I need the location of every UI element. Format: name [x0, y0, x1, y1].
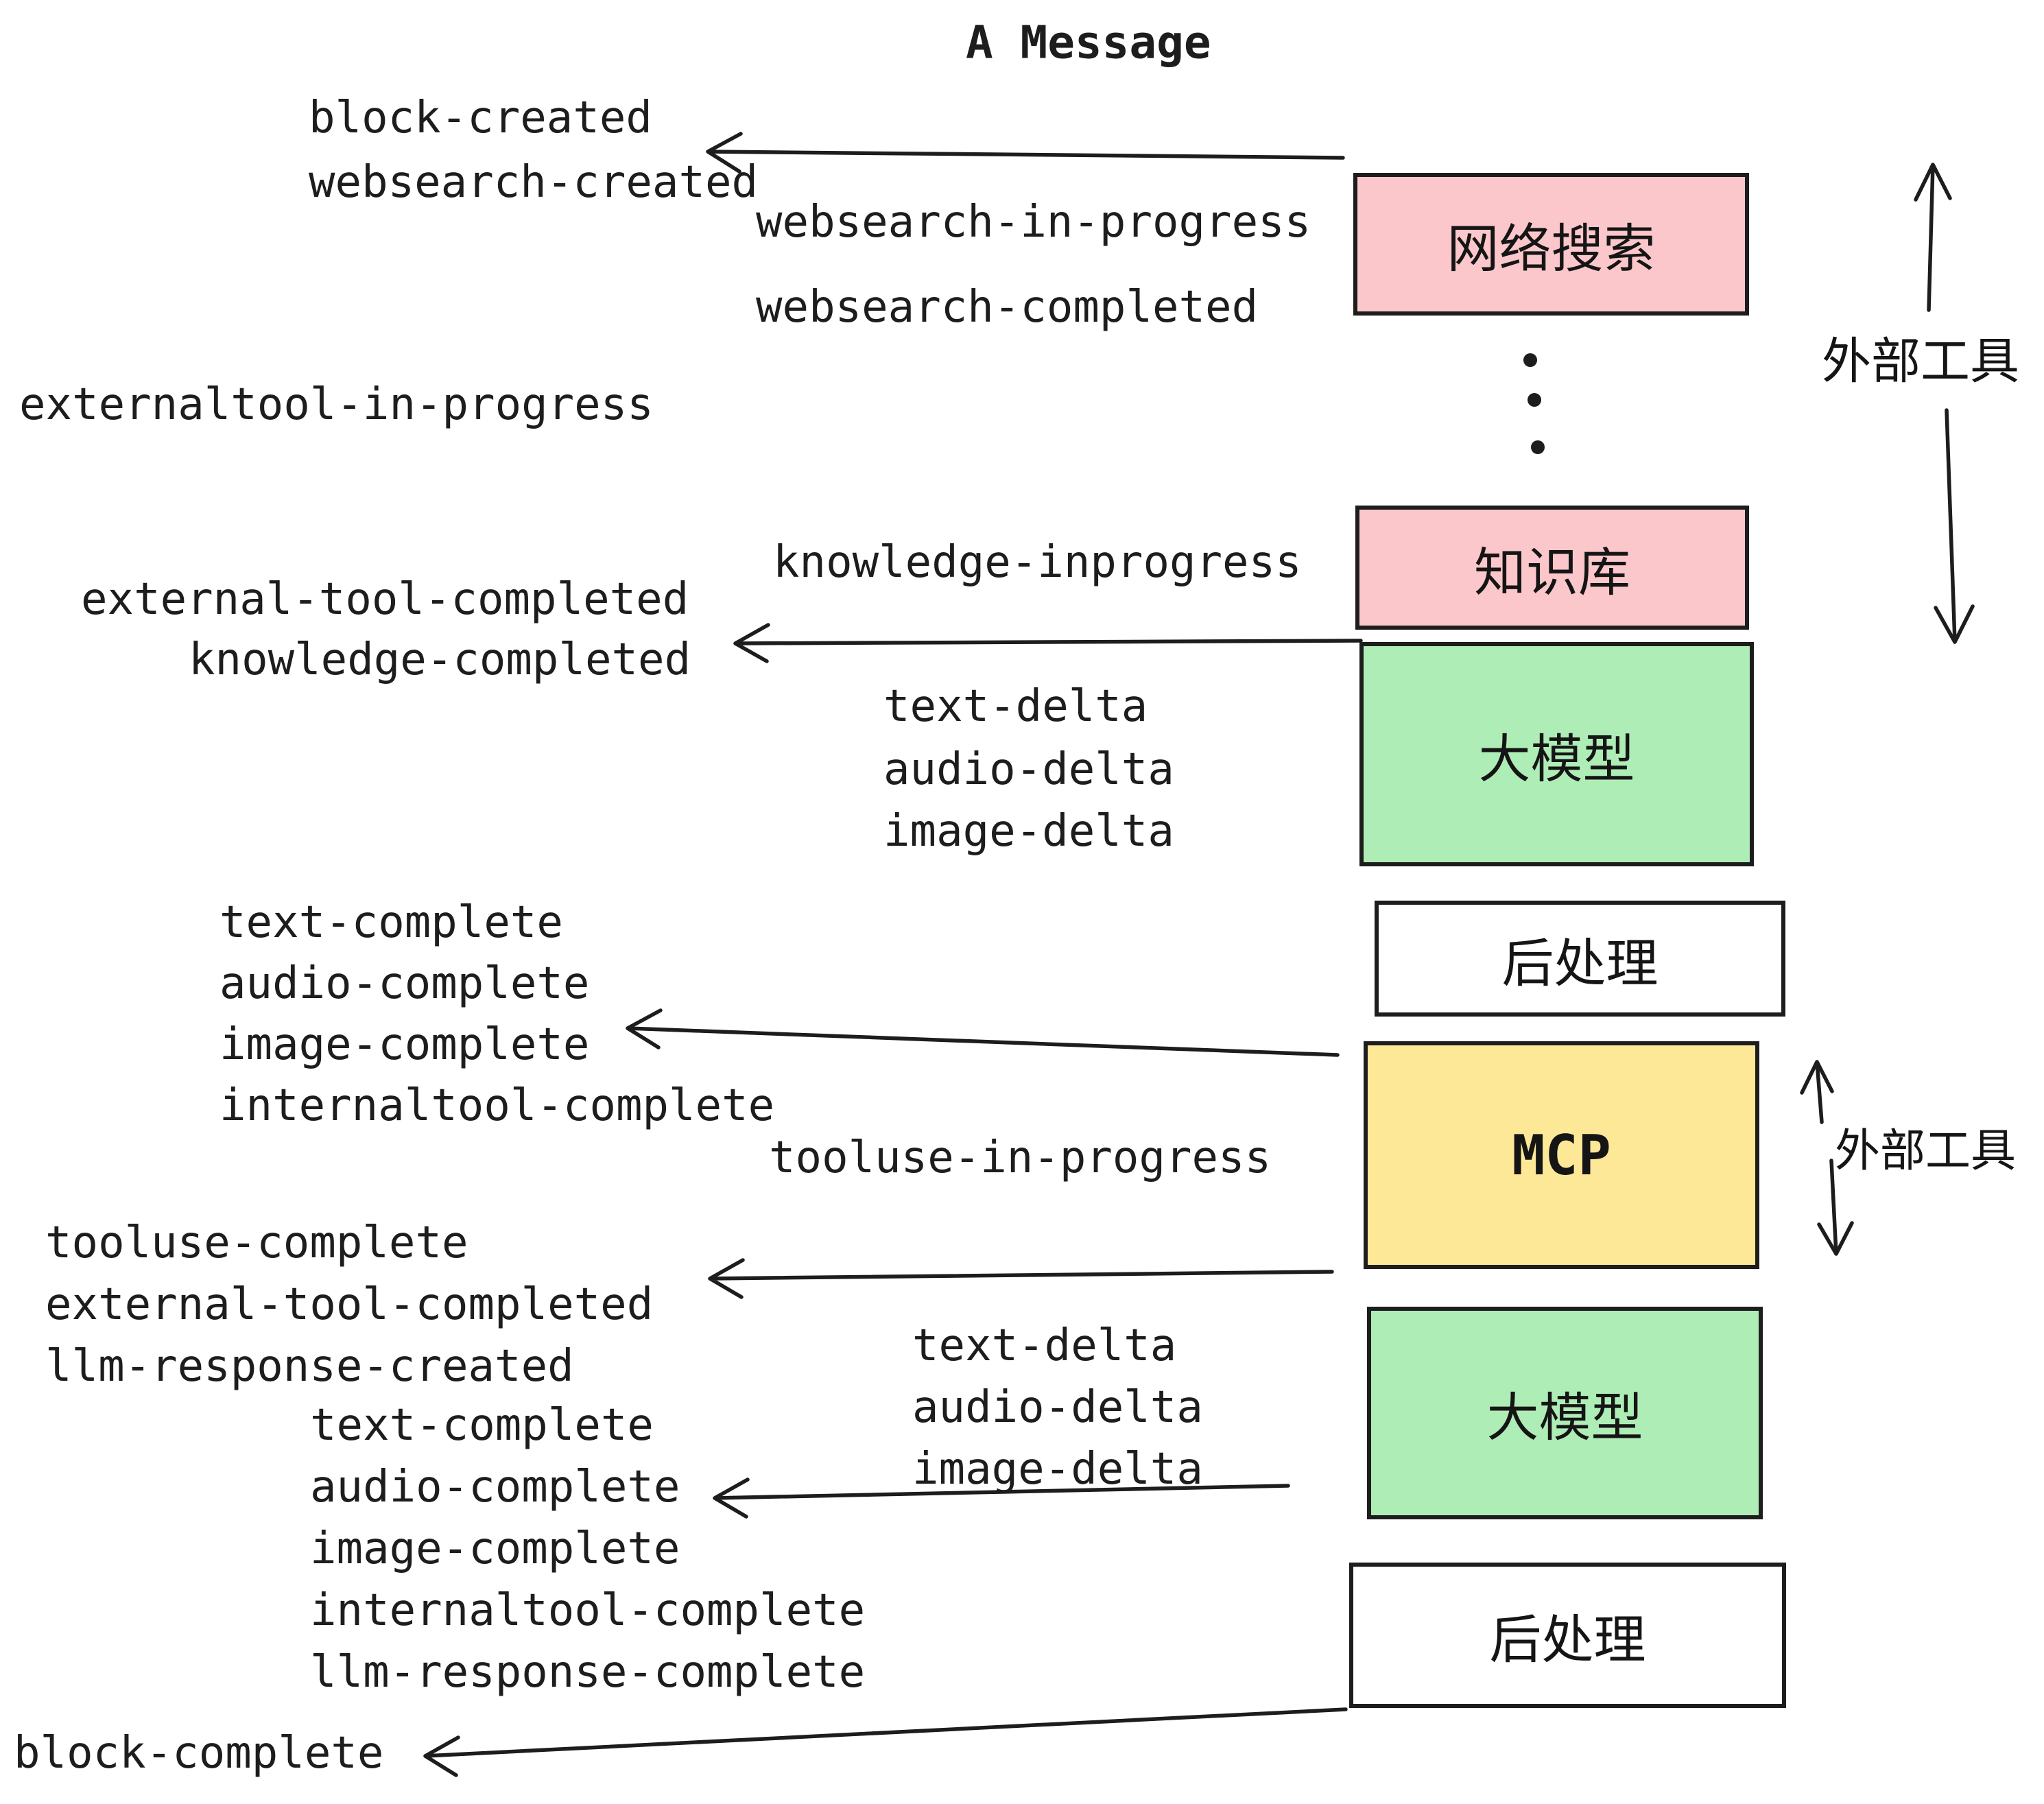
event-websearch-completed: websearch-completed — [756, 282, 1259, 333]
event-audio-complete: audio-complete — [219, 958, 590, 1009]
diagram-title: A Message — [966, 16, 1211, 69]
llm-box-2: 大模型 — [1367, 1307, 1763, 1519]
event-llm-response-created: llm-response-created — [45, 1341, 574, 1392]
event-block-created: block-created — [309, 93, 652, 143]
event-audio-delta: audio-delta — [883, 744, 1174, 795]
event-audio-complete: audio-complete — [310, 1462, 680, 1512]
event-internaltool-complete: internaltool-complete — [310, 1585, 866, 1636]
arrow-mcp-to-tooluse-complete — [708, 1258, 1334, 1299]
event-text-complete: text-complete — [219, 897, 563, 948]
event-externaltool-in-progress: externaltool-in-progress — [19, 379, 654, 430]
external-tools-label-mcp: 外部工具 — [1835, 1124, 2016, 1177]
websearch-box-label: 网络搜索 — [1447, 218, 1656, 279]
event-image-complete: image-complete — [310, 1523, 680, 1574]
arrow-llm-to-knowledge-completed — [733, 623, 1363, 663]
event-image-delta: image-delta — [912, 1444, 1203, 1495]
arrow-postprocess-to-image-complete — [626, 1008, 1340, 1057]
knowledge-base-box: 知识库 — [1355, 506, 1749, 630]
mcp-box: MCP — [1364, 1041, 1759, 1269]
event-image-complete: image-complete — [219, 1019, 590, 1070]
vertical-ellipsis-dots — [1523, 353, 1545, 454]
llm-box-1: 大模型 — [1359, 642, 1754, 866]
websearch-box: 网络搜索 — [1353, 173, 1749, 316]
external-tools-down-arrow — [1934, 408, 1975, 644]
event-tooluse-complete: tooluse-complete — [45, 1218, 468, 1268]
event-knowledge-completed: knowledge-completed — [189, 634, 691, 685]
external-tools-label-top: 外部工具 — [1822, 332, 2020, 390]
event-knowledge-inprogress: knowledge-inprogress — [773, 537, 1302, 588]
event-external-tool-completed: external-tool-completed — [45, 1279, 654, 1330]
mcp-box-label: MCP — [1512, 1123, 1611, 1187]
event-websearch-in-progress: websearch-in-progress — [756, 197, 1311, 248]
post-process-box-2: 后处理 — [1349, 1563, 1786, 1708]
llm-box-2-label: 大模型 — [1486, 1387, 1643, 1448]
post-process-box-1-label: 后处理 — [1501, 932, 1659, 994]
knowledge-base-box-label: 知识库 — [1474, 541, 1630, 603]
mcp-external-tools-up-arrow — [1800, 1060, 1834, 1124]
event-text-delta: text-delta — [912, 1320, 1177, 1371]
event-block-complete: block-complete — [14, 1728, 384, 1779]
event-text-complete: text-complete — [310, 1400, 654, 1451]
event-internaltool-complete: internaltool-complete — [219, 1080, 775, 1131]
arrow-postprocess2-to-block-complete — [423, 1707, 1348, 1777]
llm-box-1-label: 大模型 — [1478, 728, 1635, 790]
post-process-box-2-label: 后处理 — [1489, 1609, 1646, 1670]
post-process-box-1: 后处理 — [1375, 901, 1785, 1017]
event-image-delta: image-delta — [883, 806, 1174, 857]
event-text-delta: text-delta — [883, 681, 1148, 732]
event-audio-delta: audio-delta — [912, 1382, 1203, 1433]
event-tooluse-in-progress: tooluse-in-progress — [769, 1132, 1272, 1183]
event-external-tool-completed: external-tool-completed — [81, 574, 689, 625]
event-websearch-created: websearch-created — [309, 157, 759, 208]
external-tools-up-arrow — [1914, 163, 1952, 312]
arrow-websearch-to-block-created — [706, 132, 1345, 174]
event-llm-response-complete: llm-response-complete — [310, 1647, 866, 1698]
